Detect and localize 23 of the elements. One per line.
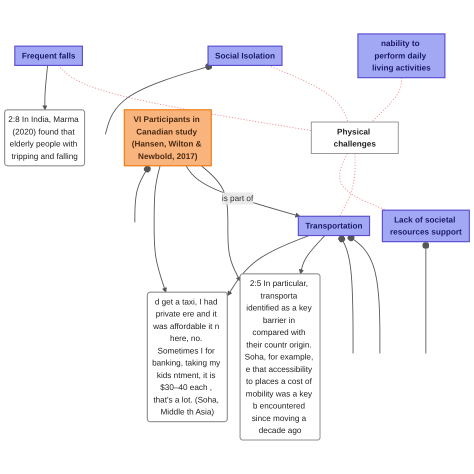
node-box: VI Participants in Canadian study (Hansen, Wilton & Newbold, 2017)	[124, 109, 212, 166]
connector	[58, 64, 312, 132]
connector	[134, 165, 151, 223]
connector	[338, 235, 354, 354]
connector	[339, 153, 387, 211]
node-box: Physical challenges	[310, 122, 399, 154]
node-box: Lack of societal resources support	[382, 210, 470, 242]
node-box: Social Isolation	[207, 46, 283, 66]
arrow	[298, 235, 326, 274]
connector	[422, 241, 430, 354]
connector	[338, 153, 356, 217]
node-box: Transportation	[298, 216, 370, 236]
arrow	[42, 64, 48, 110]
arrow	[186, 165, 300, 218]
connector	[347, 234, 380, 354]
edge-label: is part of	[222, 194, 254, 203]
arrow	[227, 235, 310, 296]
arrow	[154, 165, 167, 293]
connector	[104, 62, 213, 135]
connector	[371, 77, 402, 122]
node-box: nability to perform daily living activities	[357, 33, 446, 78]
node-box: Frequent falls	[14, 46, 83, 66]
arrow	[200, 165, 241, 282]
